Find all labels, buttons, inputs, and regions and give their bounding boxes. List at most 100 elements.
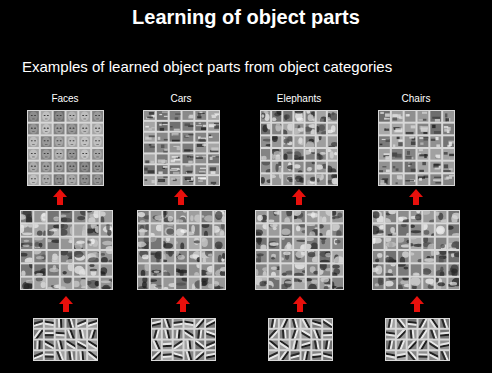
- part-blob: [274, 278, 280, 280]
- filter-cell: [67, 149, 78, 160]
- part-blob: [445, 113, 447, 117]
- eye: [34, 153, 36, 154]
- part-blob: [194, 272, 199, 276]
- cell-pattern: [294, 164, 302, 172]
- part-blob: [449, 142, 452, 146]
- cell-pattern: [151, 225, 162, 236]
- part-blob: [194, 215, 199, 223]
- part-blob: [411, 225, 415, 228]
- part-blob: [441, 219, 447, 222]
- part-blob: [39, 243, 43, 248]
- part-blob: [307, 244, 312, 249]
- eye: [60, 128, 62, 129]
- part-blob: [21, 214, 26, 220]
- part-blob: [211, 147, 218, 150]
- cell-pattern: [272, 111, 281, 121]
- cell-pattern: [158, 159, 168, 163]
- filter-grid: [18, 208, 115, 292]
- cell-pattern: [29, 149, 37, 159]
- filter-cell: [208, 111, 219, 120]
- part-blob: [376, 230, 383, 233]
- filter-cell: [79, 124, 90, 135]
- part-blob: [172, 140, 180, 142]
- part-blob: [332, 178, 337, 185]
- filter-cell: [436, 224, 447, 235]
- filter-cell: [208, 144, 219, 153]
- part-blob: [170, 126, 173, 128]
- part-blob: [311, 213, 318, 217]
- cell-pattern: [448, 241, 459, 249]
- part-blob: [101, 211, 106, 216]
- filter-grid: [260, 108, 341, 186]
- part-blob: [267, 124, 270, 130]
- cell-pattern: [323, 351, 332, 360]
- cell-pattern: [185, 165, 193, 174]
- cell-pattern: [29, 137, 37, 147]
- part-blob: [163, 211, 166, 218]
- mouth: [83, 131, 86, 133]
- part-blob: [378, 278, 383, 285]
- cell-pattern: [68, 149, 76, 159]
- part-blob: [298, 170, 303, 172]
- cell-pattern: [295, 111, 304, 122]
- cell-pattern: [185, 330, 194, 339]
- cell-pattern: [373, 225, 384, 235]
- cell-pattern: [302, 341, 311, 350]
- cell-pattern: [163, 211, 173, 222]
- eye: [98, 115, 100, 116]
- filter-cell: [92, 111, 103, 122]
- part-blob: [158, 171, 162, 174]
- face-blob: [42, 162, 50, 172]
- eye: [31, 128, 33, 129]
- part-blob: [95, 226, 99, 233]
- part-blob: [416, 211, 420, 213]
- part-blob: [187, 171, 192, 174]
- filter-cell: [307, 264, 318, 275]
- part-blob: [309, 124, 315, 128]
- face-blob: [55, 111, 63, 121]
- part-blob: [106, 224, 110, 231]
- cell-pattern: [433, 164, 441, 170]
- face-blob: [93, 111, 101, 121]
- cell-pattern: [102, 241, 112, 249]
- part-blob: [439, 251, 446, 255]
- part-blob: [185, 123, 191, 126]
- part-blob: [320, 260, 330, 263]
- part-blob: [269, 220, 275, 223]
- cell-pattern: [74, 266, 85, 276]
- part-blob: [80, 211, 85, 216]
- part-blob: [61, 211, 71, 213]
- cell-pattern: [423, 211, 434, 222]
- mouth: [32, 169, 35, 171]
- filter-cell: [144, 122, 155, 131]
- cell-pattern: [87, 211, 98, 222]
- part-blob: [187, 156, 191, 158]
- filter-cell: [74, 251, 85, 262]
- edge-stripe: [152, 330, 160, 339]
- part-blob: [299, 137, 303, 144]
- part-blob: [406, 114, 410, 116]
- part-blob: [195, 280, 200, 288]
- edge-stripe: [56, 351, 65, 360]
- cell-pattern: [328, 174, 337, 184]
- part-blob: [393, 166, 395, 168]
- part-blob: [298, 280, 302, 282]
- cell-pattern: [77, 319, 86, 328]
- part-blob: [317, 126, 320, 132]
- face-blob: [81, 175, 89, 185]
- cell-pattern: [42, 124, 50, 134]
- part-blob: [435, 182, 441, 183]
- part-blob: [43, 230, 45, 235]
- filter-cell: [67, 162, 78, 173]
- part-blob: [146, 137, 149, 138]
- part-blob: [36, 273, 43, 276]
- cell-pattern: [195, 351, 204, 360]
- filter-cell: [306, 162, 315, 173]
- cell-pattern: [298, 137, 304, 145]
- part-blob: [386, 281, 394, 287]
- part-blob: [149, 128, 152, 130]
- part-blob: [321, 131, 326, 134]
- cell-pattern: [185, 319, 194, 327]
- filter-cell: [195, 154, 206, 163]
- cell-pattern: [214, 281, 223, 289]
